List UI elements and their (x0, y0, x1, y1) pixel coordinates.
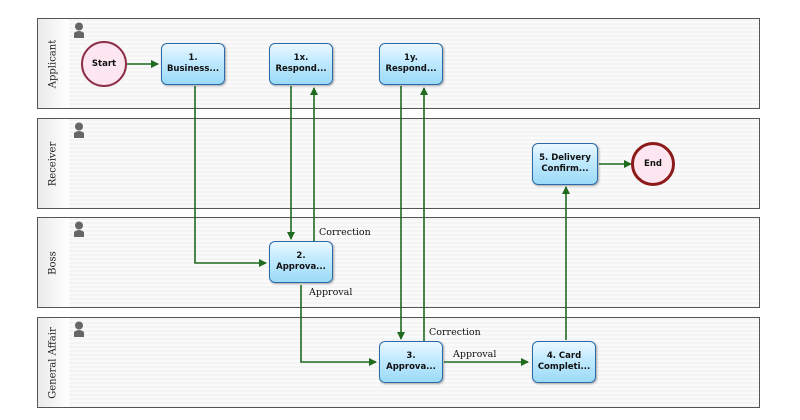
task-card-number: 4. Card (546, 351, 582, 361)
task-respond-x-number: 1x. (293, 53, 309, 63)
task-boss-approval-number: 2. (296, 251, 306, 261)
task-ga-approval[interactable]: 3. Approva... (379, 341, 443, 383)
edge-label-correction-ga: Correction (429, 327, 481, 338)
person-icon (74, 321, 84, 337)
start-event[interactable]: Start (81, 41, 127, 87)
lane-boss: Boss (37, 217, 760, 308)
lane-applicant: Applicant (37, 18, 760, 109)
flow-business-to-boss-approval (194, 86, 267, 267)
task-respond-y-name: Respond... (385, 64, 437, 74)
task-boss-approval-name: Approva... (276, 262, 326, 272)
start-event-label: Start (91, 59, 117, 69)
task-respond-x-name: Respond... (275, 64, 327, 74)
edge-label-approval-ga: Approval (453, 349, 497, 360)
task-ga-approval-name: Approva... (386, 362, 436, 372)
task-respond-y[interactable]: 1y. Respond... (379, 43, 443, 85)
person-icon (74, 22, 84, 38)
task-business-number: 1. (188, 53, 198, 63)
task-delivery-number: 5. Delivery (539, 153, 591, 163)
task-ga-approval-number: 3. (406, 351, 416, 361)
task-delivery[interactable]: 5. Delivery Confirm... (532, 143, 598, 185)
edge-label-approval-boss: Approval (309, 287, 353, 298)
end-event-label: End (644, 159, 662, 169)
lane-header-applicant: Applicant (38, 19, 70, 108)
task-boss-approval[interactable]: 2. Approva... (269, 241, 333, 283)
task-respond-y-number: 1y. (404, 53, 418, 63)
person-icon (74, 122, 84, 138)
task-business-name: Business... (166, 64, 220, 74)
task-card-name: Completi... (537, 362, 591, 372)
lane-body-boss (69, 218, 759, 307)
flow-boss-approval-to-ga-approval (300, 285, 377, 366)
task-respond-x[interactable]: 1x. Respond... (269, 43, 333, 85)
task-business[interactable]: 1. Business... (161, 43, 225, 85)
task-delivery-name: Confirm... (541, 164, 589, 174)
task-card[interactable]: 4. Card Completi... (532, 341, 596, 383)
end-event[interactable]: End (631, 142, 675, 186)
person-icon (74, 221, 84, 237)
edge-label-correction-boss: Correction (319, 227, 371, 238)
